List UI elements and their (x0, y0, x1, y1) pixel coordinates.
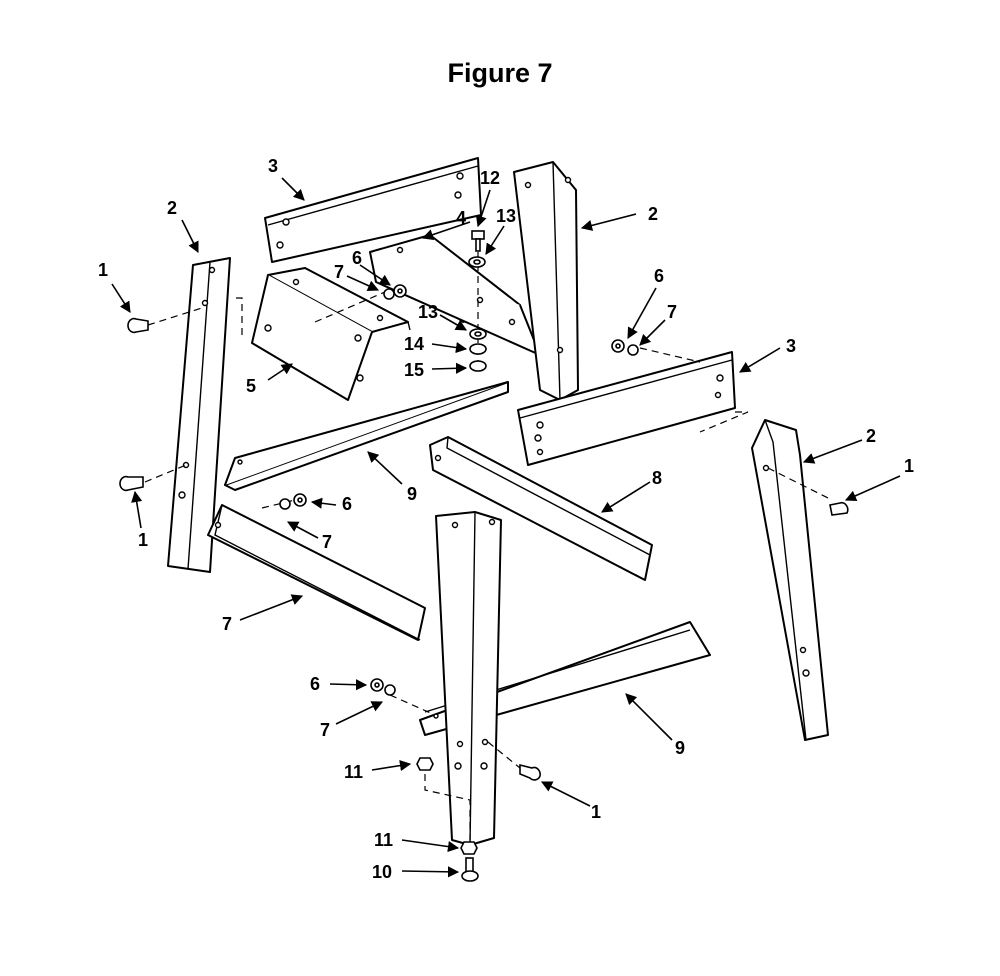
nut-upper-right-icon (611, 339, 639, 356)
callout-15: 15 (404, 360, 424, 380)
leg-right (751, 419, 829, 741)
carriage-bolt-left-upper-icon (127, 317, 149, 334)
callout-6-upper: 6 (352, 248, 362, 268)
callout-5: 5 (246, 376, 256, 396)
nut-upper-left-icon (383, 284, 407, 300)
callout-11-upper: 11 (344, 762, 363, 782)
callout-7-front: 7 (320, 720, 330, 740)
callout-1-lower-left: 1 (138, 530, 148, 550)
rail-left (207, 504, 426, 641)
carriage-bolt-right-icon (829, 501, 849, 516)
callout-8-right: 8 (652, 468, 662, 488)
leg-front (435, 511, 502, 846)
leveler-bolt-icon (461, 857, 479, 882)
carriage-bolt-front-icon (519, 763, 541, 781)
callout-8-left: 7 (222, 614, 232, 634)
callout-2-left: 2 (167, 198, 177, 218)
callout-9-upper: 9 (407, 484, 417, 504)
callout-7-right: 7 (667, 302, 677, 322)
nut-front-icon (370, 678, 396, 696)
callout-12: 12 (480, 168, 500, 188)
apron-lower (517, 351, 736, 466)
callout-2-right: 2 (866, 426, 876, 446)
callout-7-rail: 7 (322, 532, 332, 552)
callout-1-right: 1 (904, 456, 914, 476)
apron-upper (264, 157, 482, 263)
figure-title: Figure 7 (447, 58, 553, 88)
callout-4: 4 (456, 208, 466, 228)
callout-7-upper: 7 (334, 262, 344, 282)
callout-1-front: 1 (591, 802, 601, 822)
callout-9-lower: 9 (675, 738, 685, 758)
angle-brace (251, 267, 411, 401)
rail-right (429, 436, 653, 581)
leg-rear-right (513, 161, 579, 401)
washer-mid-icon (469, 328, 487, 340)
lockwasher-mid-icon (469, 343, 487, 355)
leveler-nut-icon (460, 841, 478, 855)
callout-11-lower: 11 (374, 830, 393, 850)
callout-3-lower: 3 (786, 336, 796, 356)
center-brace (369, 234, 541, 356)
callout-13-mid: 13 (418, 302, 438, 322)
washer-top-icon (468, 256, 486, 268)
callout-6-front: 6 (310, 674, 320, 694)
callout-1-upper-left: 1 (98, 260, 108, 280)
nut-rail-left-icon (279, 493, 307, 510)
callout-3-upper: 3 (268, 156, 278, 176)
carriage-bolt-left-lower-icon (119, 475, 144, 492)
callout-14: 14 (404, 334, 424, 354)
callout-6-right: 6 (654, 266, 664, 286)
rail-upper (224, 381, 509, 491)
callout-6-rail: 6 (342, 494, 352, 514)
hex-nut-front-icon (416, 757, 434, 771)
nut-mid-icon (469, 360, 487, 372)
callout-10: 10 (372, 862, 392, 882)
callout-2-rear: 2 (648, 204, 658, 224)
bolt-top-icon (471, 230, 485, 252)
leader-arrows (111, 177, 901, 878)
leg-left (167, 257, 231, 573)
callout-13-upper: 13 (496, 206, 516, 226)
